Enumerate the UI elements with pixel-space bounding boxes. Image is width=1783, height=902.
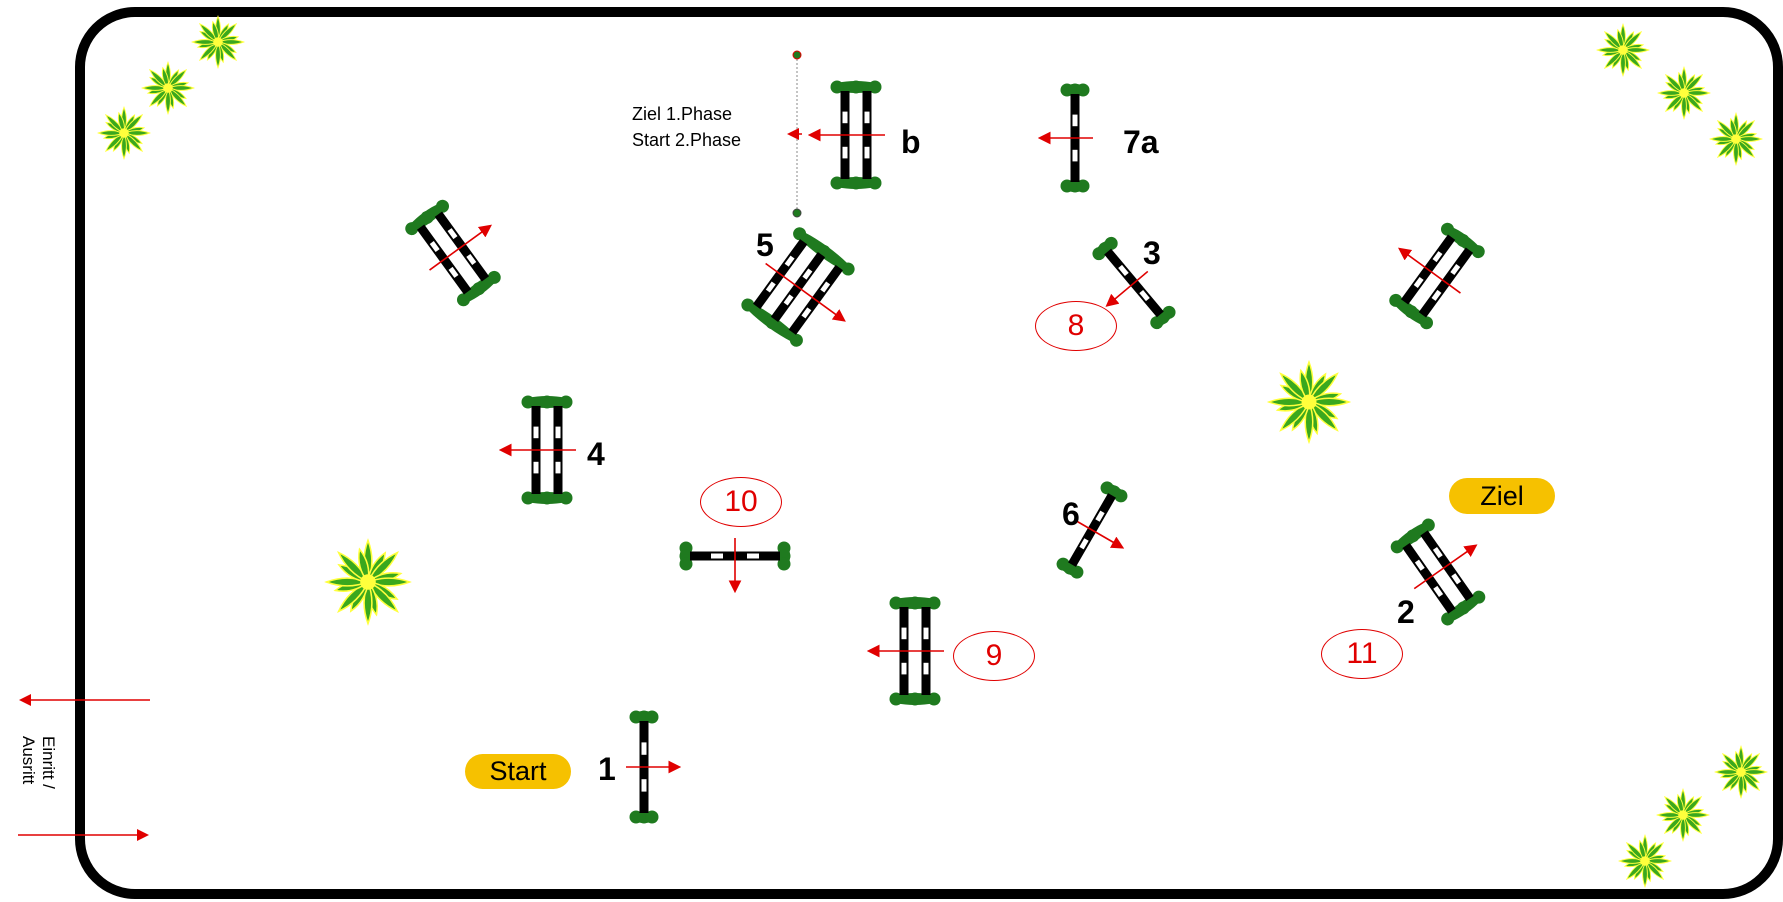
jump-number-2: 2	[1397, 594, 1415, 630]
plant-6	[1709, 112, 1763, 166]
start-badge: Start	[465, 754, 571, 789]
phase-flag-top	[792, 50, 802, 60]
finish-badge: Ziel	[1449, 478, 1555, 514]
jump-number-7a: 7a	[1123, 124, 1159, 160]
plant-8	[324, 538, 412, 626]
obstacle-tl	[405, 199, 501, 307]
entry-exit-line1: Einritt /	[39, 736, 58, 789]
arena-border	[75, 7, 1783, 899]
obstacle-1	[626, 710, 682, 824]
phase-flag-bottom	[792, 208, 802, 218]
entry-exit-line2: Ausritt	[19, 736, 38, 785]
obstacle-7a	[1037, 83, 1093, 193]
obstacle-9	[866, 596, 944, 706]
plant-9	[1714, 745, 1768, 799]
plant-1	[191, 15, 245, 69]
plant-7	[1266, 359, 1352, 445]
obstacle-4	[498, 395, 576, 505]
plant-10	[1656, 788, 1710, 842]
plant-4	[1596, 23, 1650, 77]
obstacle-3	[1092, 236, 1176, 330]
jump-number-5: 5	[756, 227, 774, 263]
phase2-number-9: 9	[953, 631, 1035, 681]
obstacle-b	[807, 80, 885, 190]
obstacle-tr	[1389, 222, 1485, 330]
jump-number-b: b	[901, 124, 921, 160]
phase2-number-8: 8	[1035, 301, 1117, 351]
plant-11	[1618, 834, 1672, 888]
phase-note-line1: Ziel 1.Phase	[632, 104, 733, 124]
phase2-number-11: 11	[1321, 629, 1403, 679]
phase-note-line2: Start 2.Phase	[632, 130, 742, 150]
plant-3	[97, 106, 151, 160]
plant-5	[1657, 66, 1711, 120]
plant-2	[141, 61, 195, 115]
jump-number-3: 3	[1143, 235, 1161, 271]
phase2-number-10: 10	[700, 477, 782, 527]
obstacle-5	[741, 227, 855, 347]
jump-number-4: 4	[587, 436, 605, 472]
obstacle-10	[679, 538, 791, 594]
jump-number-6: 6	[1062, 496, 1080, 532]
jump-number-1: 1	[598, 751, 616, 787]
obstacle-2	[1390, 518, 1486, 626]
entry-exit-label: Einritt / Ausritt	[18, 736, 58, 789]
obstacle-6	[1056, 481, 1128, 579]
